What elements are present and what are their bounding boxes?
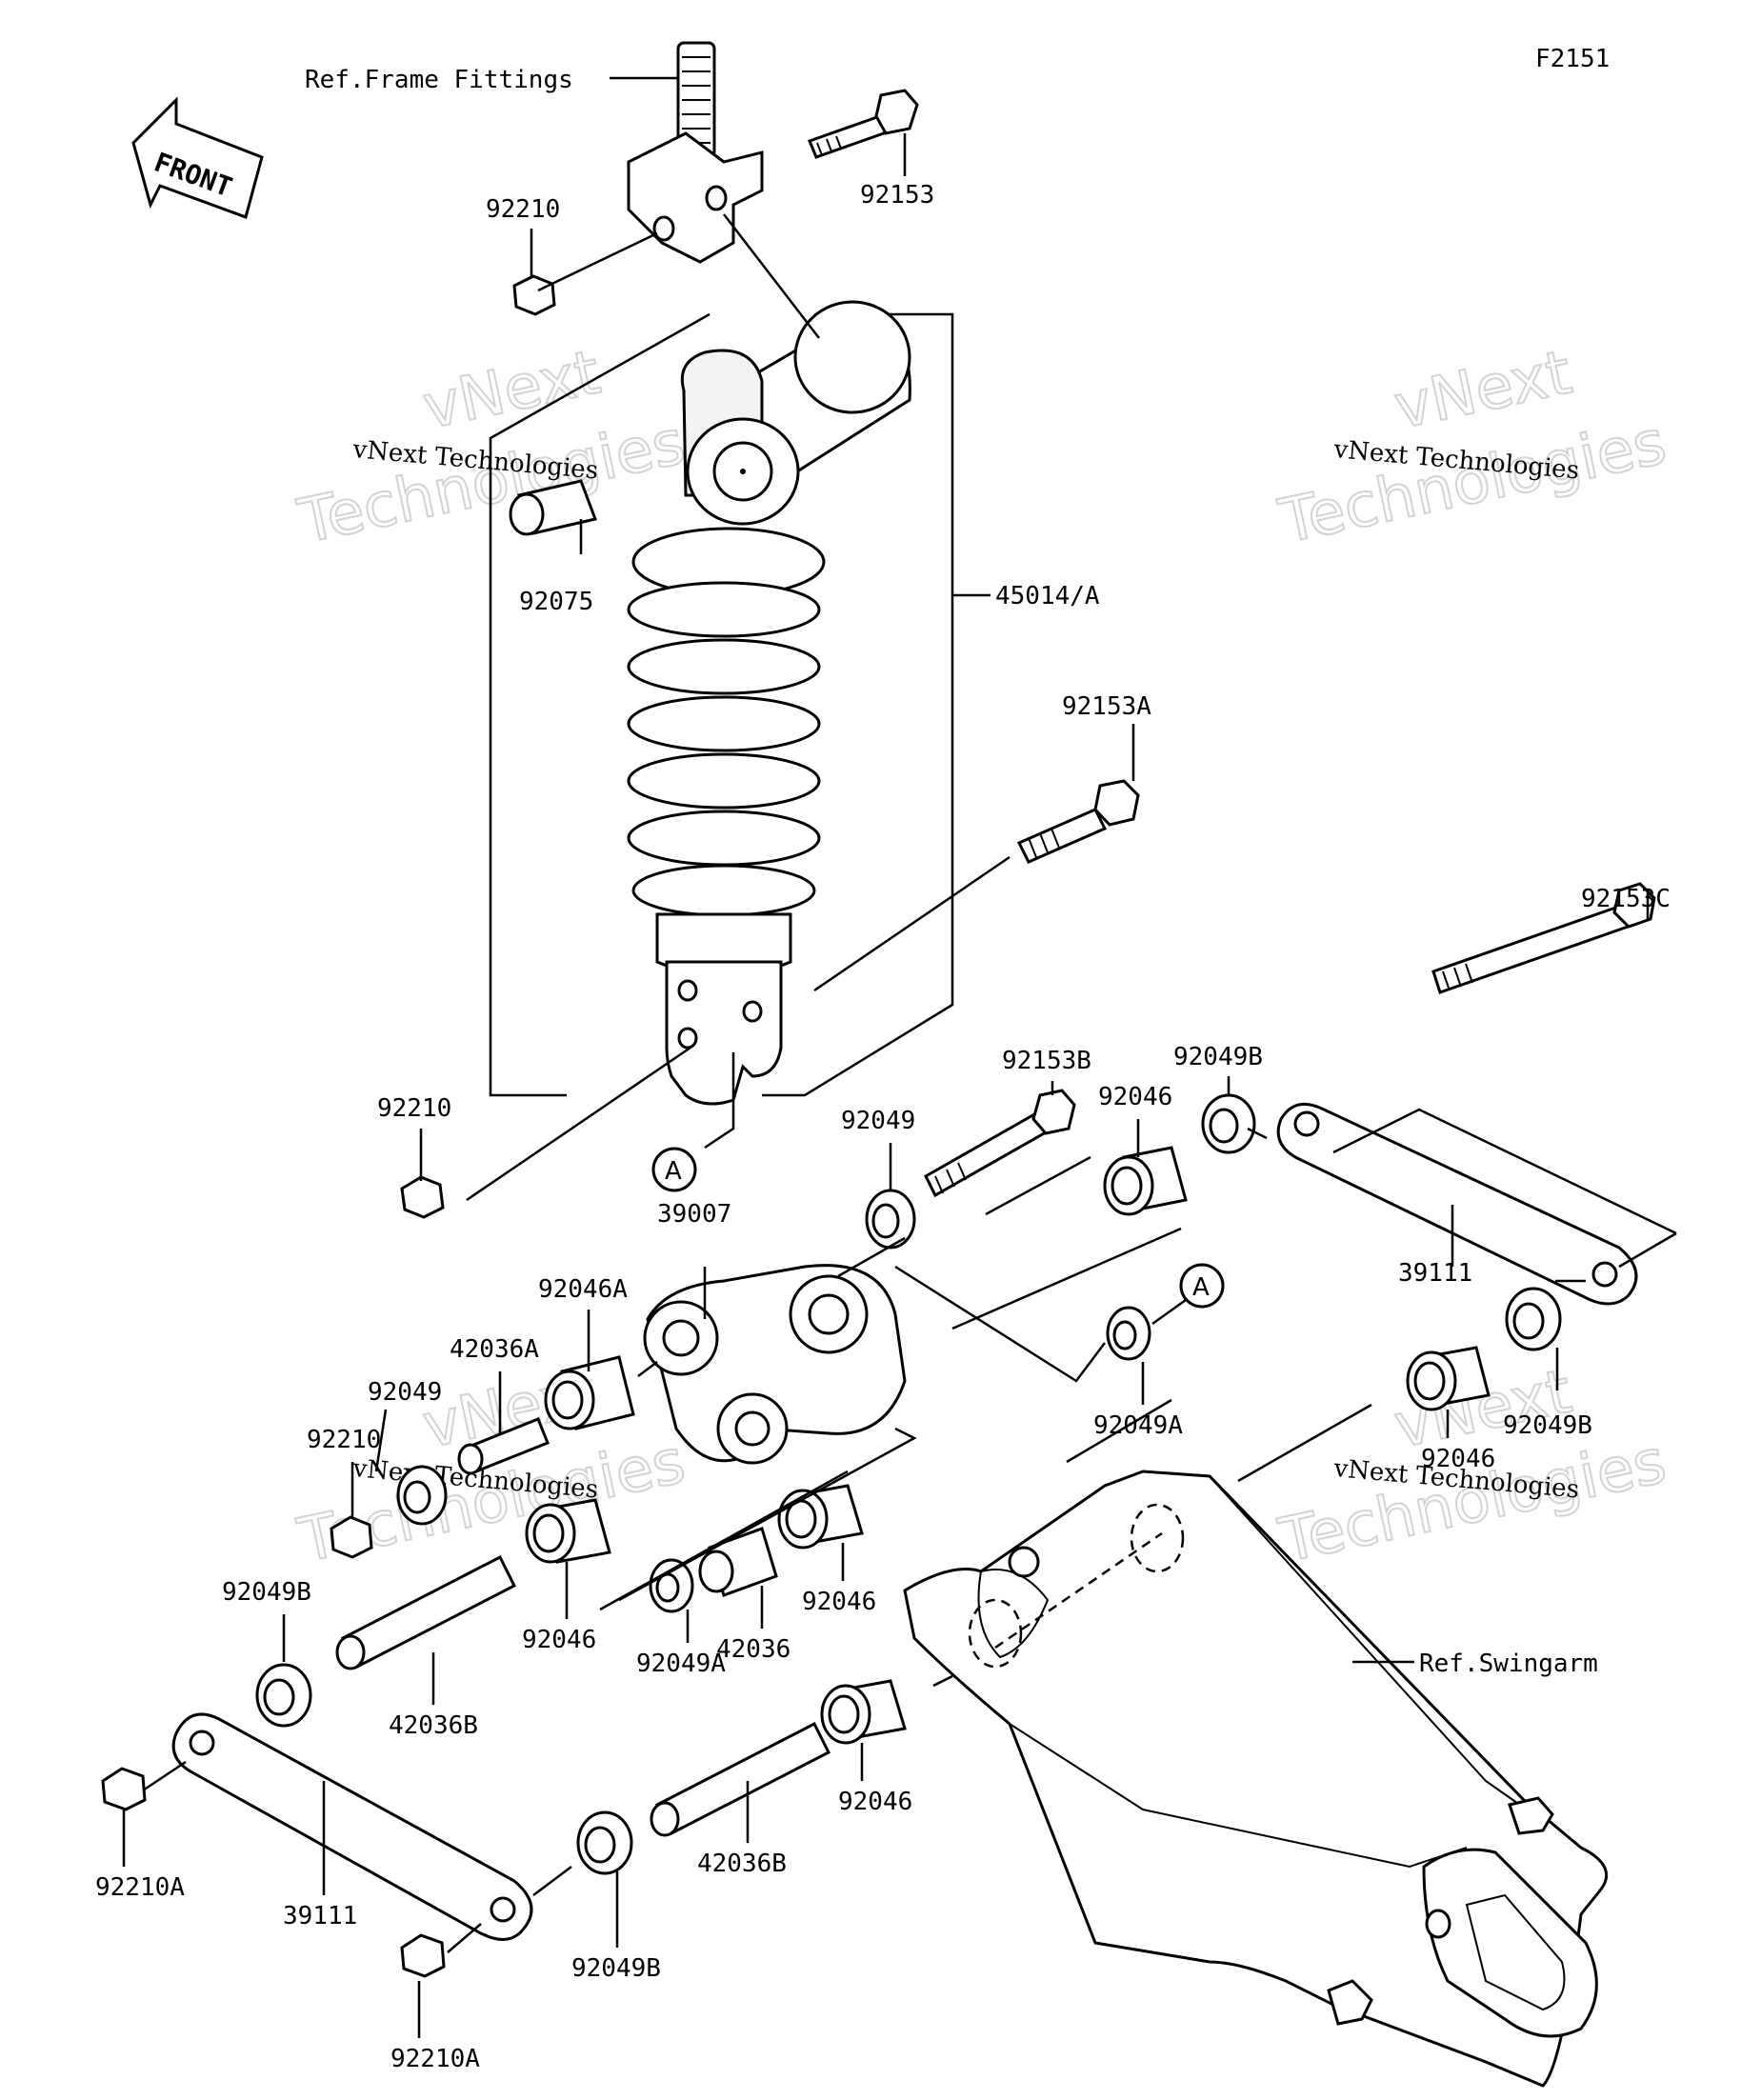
- part-label-92153A: 92153A: [1062, 692, 1151, 721]
- washer-92049B-low: [576, 1810, 633, 1875]
- part-label-42036A: 42036A: [450, 1335, 539, 1364]
- bolt-92153C: [1431, 882, 1656, 994]
- callout-letter-2: A: [1192, 1273, 1210, 1302]
- shock-absorber-45014: [489, 300, 954, 1106]
- part-label-92049A-mid: 92049A: [636, 1650, 726, 1678]
- nut-92210-top: [512, 274, 556, 316]
- part-label-92049B-top: 92049B: [1173, 1043, 1263, 1071]
- nut-92210-left: [330, 1515, 373, 1559]
- part-label-92049B-right: 92049B: [1503, 1411, 1592, 1440]
- part-label-92046-top: 92046: [1098, 1083, 1172, 1111]
- part-label-45014A: 45014/A: [995, 582, 1100, 610]
- part-label-92046-mid2: 92046: [802, 1588, 876, 1616]
- part-label-39111-left: 39111: [283, 1902, 357, 1930]
- figure-code: F2151: [1535, 45, 1610, 73]
- nut-92210-mid: [400, 1175, 445, 1219]
- washer-92049A-mid: [649, 1558, 694, 1613]
- sleeve-42036B-low: [650, 1721, 831, 1837]
- bearing-92046-mid2: [777, 1484, 864, 1550]
- nut-92210A-bottom: [400, 1933, 446, 1978]
- watermark-brand-bottom-2: Technologies: [1273, 408, 1672, 558]
- washer-92049A-right: [1106, 1306, 1151, 1361]
- part-label-92049B-left: 92049B: [222, 1578, 311, 1607]
- part-label-92046-mid1: 92046: [522, 1626, 596, 1654]
- part-label-92049B-low: 92049B: [571, 1954, 661, 1983]
- part-label-42036B-low: 42036B: [697, 1850, 787, 1878]
- part-label-42036B-left: 42036B: [389, 1711, 478, 1740]
- bolt-92153B: [924, 1089, 1076, 1198]
- link-39111-right: [1276, 1102, 1638, 1306]
- part-label-39111-right: 39111: [1398, 1259, 1472, 1288]
- part-label-42036: 42036: [716, 1635, 790, 1664]
- bearing-92046-right: [1406, 1346, 1491, 1411]
- washer-92049B-top: [1201, 1093, 1256, 1154]
- bushing-92075: [509, 479, 598, 536]
- part-label-92153: 92153: [860, 181, 934, 210]
- callout-a-1: A: [651, 1147, 697, 1192]
- bearing-92046-mid1: [525, 1498, 611, 1564]
- washer-92049-top: [865, 1189, 916, 1250]
- callout-a-2: A: [1179, 1263, 1225, 1309]
- bearing-92046-low: [820, 1679, 907, 1745]
- part-label-92049-top: 92049: [841, 1107, 915, 1135]
- bearing-92046-top: [1103, 1146, 1188, 1216]
- part-label-92049A-right: 92049A: [1093, 1411, 1183, 1440]
- collar-42036: [698, 1527, 778, 1597]
- part-label-92210-top: 92210: [486, 195, 560, 224]
- nut-92210A-left: [101, 1767, 147, 1811]
- ref-frame-fittings-label: Ref.Frame Fittings: [305, 66, 573, 94]
- washer-92049-left: [396, 1465, 448, 1526]
- part-label-92153C: 92153C: [1581, 885, 1671, 913]
- part-label-92210A-left: 92210A: [95, 1873, 185, 1902]
- bolt-92153A: [1016, 779, 1140, 864]
- washer-92049B-left: [255, 1663, 312, 1728]
- watermark-brand-top-2: vNext: [1389, 337, 1577, 443]
- part-label-92046-right: 92046: [1421, 1445, 1495, 1473]
- rocker-39007: [643, 1264, 907, 1465]
- part-label-92049-left: 92049: [368, 1378, 442, 1407]
- part-label-92046A: 92046A: [538, 1275, 628, 1304]
- part-label-92075: 92075: [519, 588, 593, 616]
- collar-42036A: [457, 1417, 550, 1475]
- sleeve-42036B-left: [335, 1554, 517, 1670]
- frame-bracket: [627, 41, 764, 264]
- front-arrow-icon: FRONT: [131, 96, 264, 219]
- part-label-39007: 39007: [657, 1200, 731, 1229]
- swingarm: [903, 1470, 1609, 2088]
- bolt-92153: [808, 89, 919, 159]
- ref-swingarm-label: Ref.Swingarm: [1419, 1650, 1598, 1678]
- callout-letter-1: A: [665, 1157, 682, 1186]
- part-label-92210-left: 92210: [307, 1426, 381, 1454]
- part-label-92210-mid: 92210: [377, 1094, 451, 1123]
- part-label-92153B: 92153B: [1002, 1047, 1091, 1075]
- part-label-92210A-bottom: 92210A: [390, 2045, 480, 2073]
- washer-92049B-right: [1505, 1287, 1562, 1351]
- leader-lines: [122, 76, 1677, 2038]
- labels: Ref.Frame Fittings Ref.Swingarm 92153 92…: [95, 66, 1671, 2073]
- bearing-92046A: [544, 1355, 635, 1430]
- part-label-92046-low: 92046: [838, 1788, 912, 1816]
